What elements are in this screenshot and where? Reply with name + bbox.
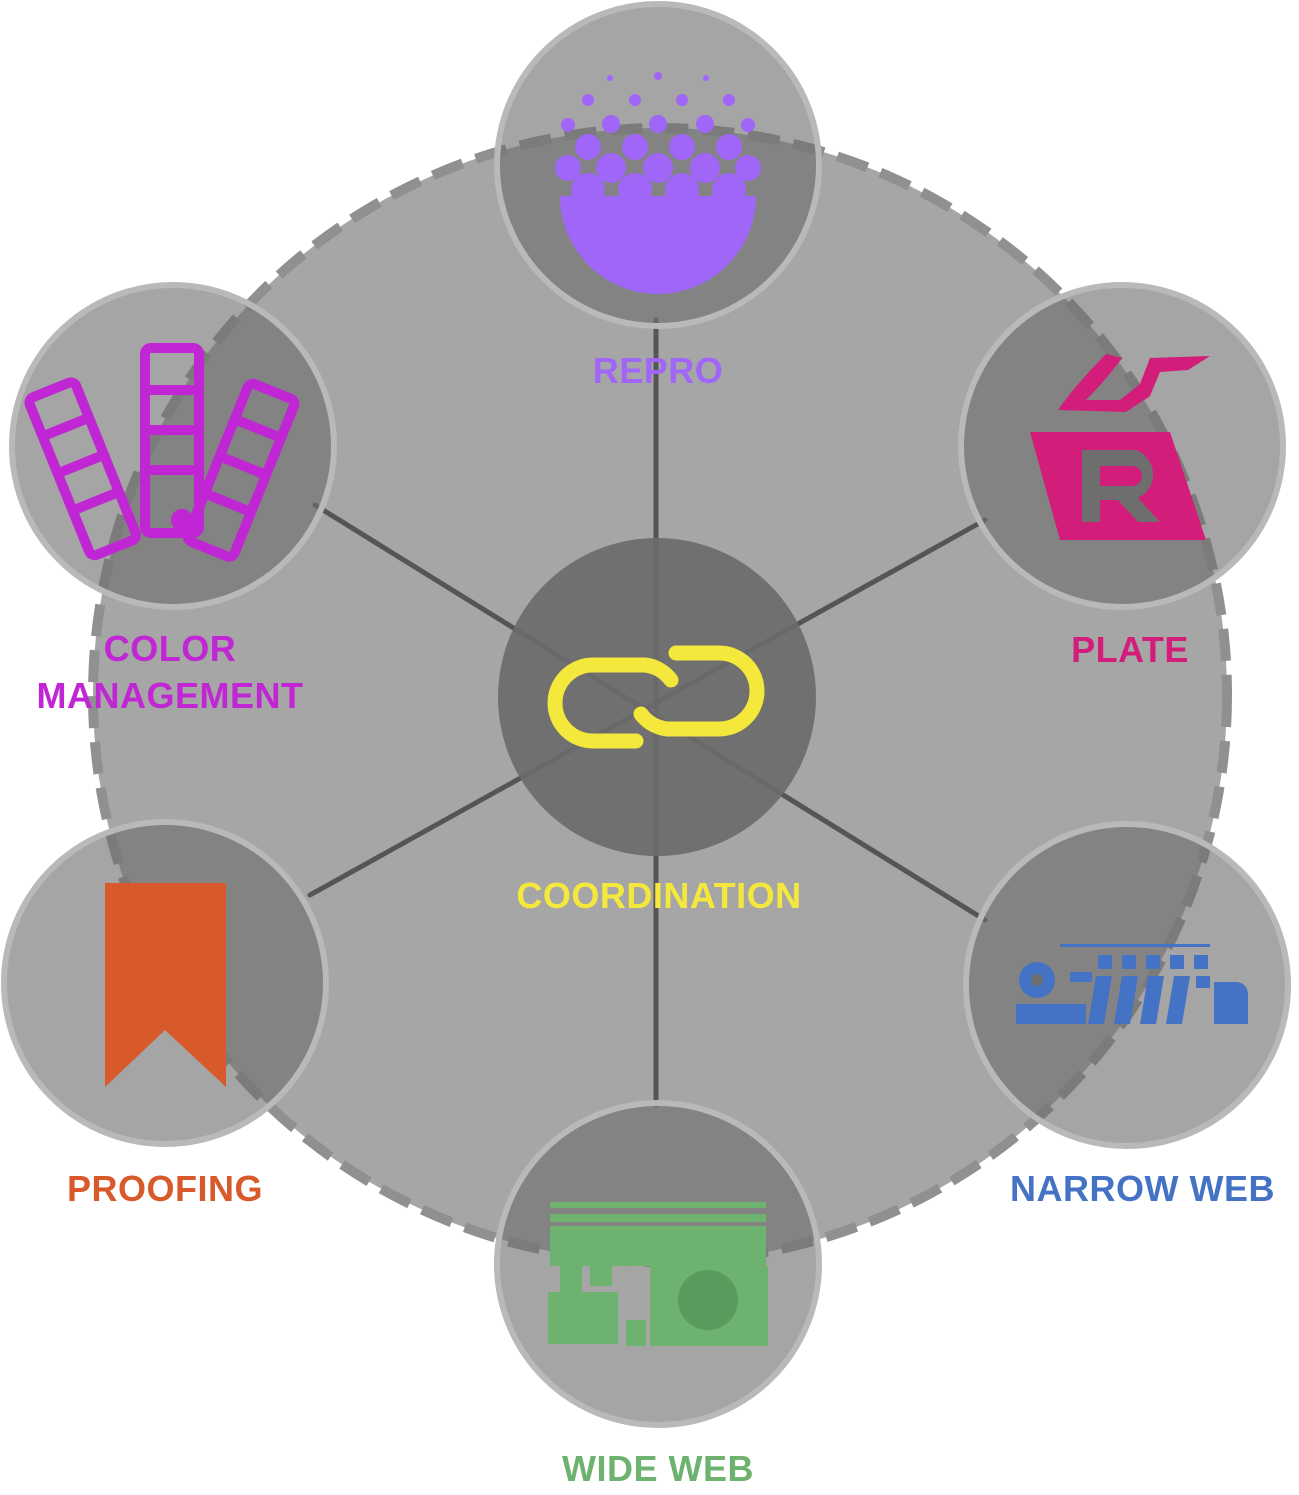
color-management-label-line2: MANAGEMENT	[36, 675, 304, 716]
narrow-web-press-icon	[1016, 944, 1248, 1024]
plate-label: PLATE	[1071, 629, 1189, 670]
coordination-label: COORDINATION	[516, 875, 802, 916]
wide-web-press-icon	[548, 1202, 768, 1346]
halftone-dots-icon	[555, 72, 761, 294]
node-circles	[1, 1, 1291, 1428]
plate-icon	[1030, 354, 1210, 540]
wide-web-label: WIDE WEB	[562, 1448, 754, 1489]
chain-link-icon	[547, 645, 765, 749]
center-circle	[498, 538, 816, 856]
bookmark-icon	[105, 883, 226, 1087]
node-circle-color-management	[9, 282, 337, 610]
color-management-label-line1: COLOR	[103, 628, 237, 669]
proofing-label: PROOFING	[66, 1168, 263, 1209]
color-swatch-fan-icon	[24, 343, 300, 562]
repro-label: REPRO	[592, 350, 724, 391]
narrow-web-label: NARROW WEB	[1010, 1168, 1275, 1209]
